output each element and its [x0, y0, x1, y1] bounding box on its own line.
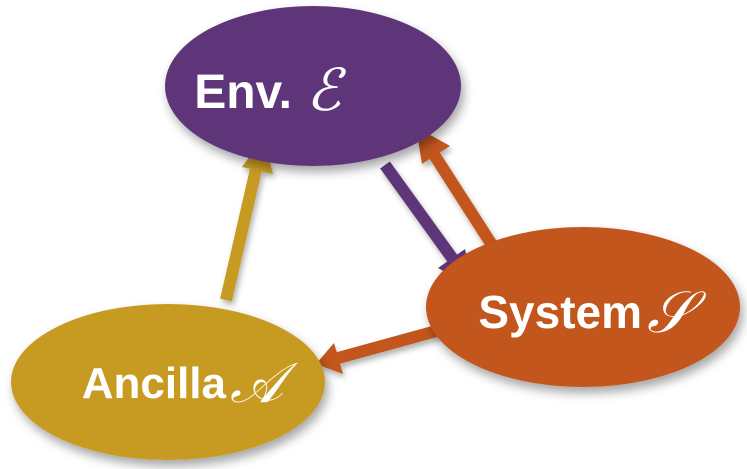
environment-symbol: ℰ: [306, 56, 347, 124]
system-ellipse: [426, 227, 740, 387]
environment-label: Env.: [194, 66, 292, 119]
node-ancilla: Ancilla 𝒜: [11, 304, 325, 460]
ancilla-ellipse: [11, 304, 325, 460]
environment-ellipse: [165, 6, 461, 166]
system-label: System: [478, 286, 642, 338]
node-system: System 𝒮: [426, 227, 740, 387]
ancilla-label: Ancilla: [82, 359, 227, 408]
arrow-ancilla-to-env: [220, 138, 273, 302]
node-environment: Env. ℰ: [165, 6, 461, 166]
arrow-system-to-ancilla: [316, 324, 442, 374]
